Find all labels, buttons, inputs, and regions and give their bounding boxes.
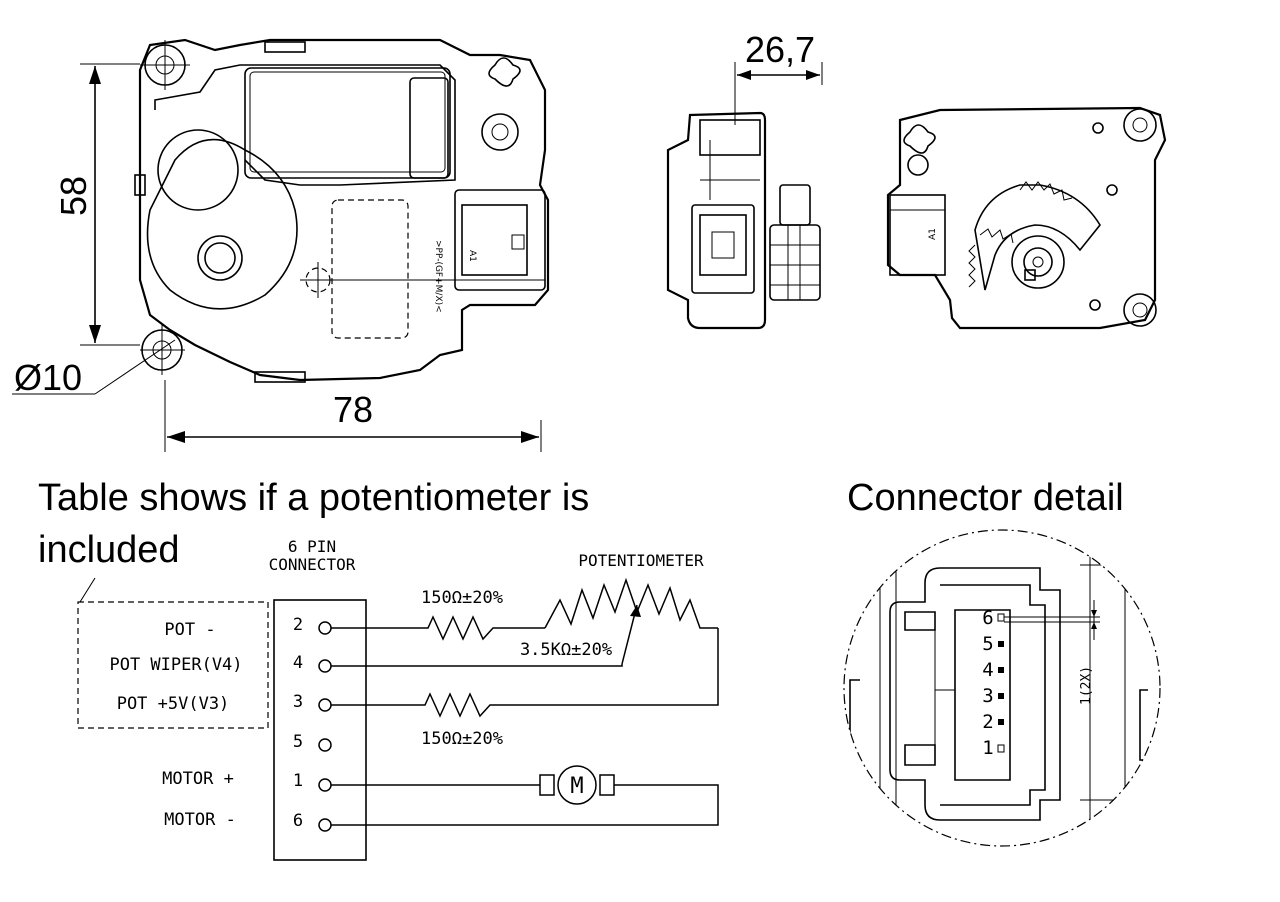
connector-box [273, 599, 367, 861]
label-pot-5v: POT +5V(V3) [117, 694, 230, 714]
connector-tag: A1 [467, 250, 477, 262]
front-view: A1 >PP-(GF+M/X)< [134, 38, 550, 383]
pin-1: 1 [293, 771, 303, 791]
depth-value: 26,7 [745, 29, 815, 70]
width-value: 78 [333, 389, 373, 430]
width-dimension: 78 [164, 380, 542, 452]
pin-6: 6 [293, 811, 303, 831]
detail-pin-1: 1 [982, 737, 993, 759]
diameter-value: Ø10 [14, 357, 82, 398]
rear-view: A1 [886, 106, 1167, 330]
rear-connector-tag: A1 [928, 228, 938, 240]
connector-detail-heading: Connector detail [847, 477, 1124, 519]
pitch-note: 1(2X) [1079, 666, 1094, 705]
connector-title-line2: CONNECTOR [269, 555, 356, 574]
detail-pin-3: 3 [982, 685, 993, 707]
pin-5: 5 [293, 732, 303, 752]
detail-pin-4: 4 [982, 659, 993, 681]
resistor-bottom-label: 150Ω±20% [421, 729, 503, 749]
table-note-line1: Table shows if a potentiometer is [38, 477, 589, 519]
pin-4: 4 [293, 653, 303, 673]
side-view: 26,7 [666, 29, 823, 330]
housing-text: >PP-(GF+M/X)< [433, 240, 443, 313]
height-dimension: 58 [53, 63, 140, 346]
label-motor-minus: MOTOR - [164, 810, 236, 830]
diameter-dimension: Ø10 [12, 339, 176, 398]
connector-detail: 6 5 4 3 2 1 1(2X) [843, 529, 1161, 847]
height-value: 58 [53, 176, 94, 216]
wiring-schematic: 6 PIN CONNECTOR POT - POT WIPER(V4) POT … [77, 537, 719, 861]
detail-pin-6: 6 [982, 607, 993, 629]
pin-3: 3 [293, 692, 303, 712]
label-motor-plus: MOTOR + [162, 769, 234, 789]
detail-pin-2: 2 [982, 711, 993, 733]
detail-pin-5: 5 [982, 633, 993, 655]
table-note-line2: included [38, 529, 180, 571]
label-pot-minus: POT - [164, 620, 215, 640]
pot-resistance-label: 3.5KΩ±20% [520, 640, 612, 660]
connector-title-line1: 6 PIN [288, 537, 336, 556]
resistor-top-label: 150Ω±20% [421, 588, 503, 608]
label-pot-wiper: POT WIPER(V4) [109, 655, 242, 675]
pin-2: 2 [293, 615, 303, 635]
motor-symbol: M [570, 774, 583, 799]
potentiometer-label: POTENTIOMETER [578, 551, 704, 570]
